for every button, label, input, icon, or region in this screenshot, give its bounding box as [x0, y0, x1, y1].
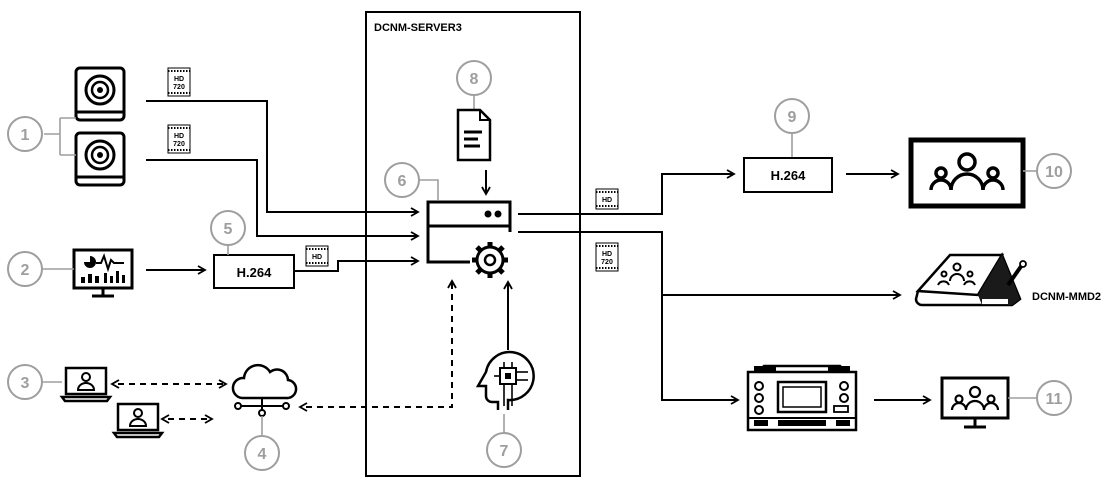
document-icon [456, 108, 492, 162]
svg-text:720: 720 [173, 84, 185, 91]
display-people-icon [908, 137, 1026, 209]
application-gear-icon [426, 200, 512, 278]
output-hd720-link [518, 231, 663, 400]
video-format-tag: HD [595, 188, 619, 210]
camera-1-link [146, 100, 420, 217]
svg-text:HD: HD [602, 251, 612, 258]
svg-text:4: 4 [258, 446, 267, 463]
svg-text:9: 9 [788, 109, 797, 126]
dashboard-monitor-icon [72, 248, 134, 298]
callout-11: 11 [1036, 380, 1072, 416]
multimedia-device-icon [914, 252, 1027, 307]
display-people-icon [940, 376, 1010, 429]
h264-encoder-label: H.264 [237, 265, 272, 280]
callout-1: 1 [7, 116, 43, 152]
callout-7: 7 [486, 432, 522, 468]
svg-text:720: 720 [601, 259, 613, 266]
svg-text:HD: HD [602, 197, 612, 204]
svg-text:1: 1 [21, 127, 30, 144]
ptz-camera-icon [74, 66, 126, 122]
mmd2-label: DCNM-MMD2 [1032, 291, 1101, 303]
laptop-user-icon [111, 402, 165, 439]
svg-text:10: 10 [1045, 164, 1063, 181]
camera-2-link [146, 159, 420, 241]
svg-text:HD: HD [174, 76, 184, 83]
callout-6-leader [419, 179, 439, 200]
video-format-tag: HD 720 [167, 67, 191, 97]
svg-text:2: 2 [21, 262, 30, 279]
h264-output-box [743, 157, 833, 193]
callout-5: 5 [210, 210, 246, 246]
ptz-camera-icon [74, 131, 126, 187]
callout-2: 2 [7, 251, 43, 287]
svg-text:HD: HD [312, 254, 322, 261]
output-hd-link [518, 169, 736, 215]
h264-output-label: H.264 [771, 168, 806, 183]
svg-text:3: 3 [21, 375, 30, 392]
svg-text:11: 11 [1046, 391, 1063, 408]
video-format-tag: HD 720 [595, 242, 619, 272]
video-format-tag: HD 720 [167, 124, 191, 154]
svg-text:7: 7 [500, 443, 509, 460]
server-title: DCNM-SERVER3 [374, 22, 462, 34]
callout-3: 3 [7, 364, 43, 400]
svg-text:720: 720 [173, 141, 185, 148]
svg-text:HD: HD [174, 133, 184, 140]
callout-4: 4 [244, 435, 280, 471]
callout-6: 6 [384, 162, 420, 198]
server-frame [365, 11, 581, 477]
cloud-server-link [298, 279, 457, 412]
encoder-to-server-link [294, 256, 420, 272]
svg-text:6: 6 [398, 173, 407, 190]
video-recorder-icon [746, 364, 858, 432]
laptop-user-icon [59, 366, 113, 403]
callout-9: 9 [774, 98, 810, 134]
video-format-tag: HD [305, 245, 329, 267]
cloud-network-icon [231, 363, 298, 417]
callout-1-bracket [44, 117, 76, 156]
callout-8: 8 [456, 60, 492, 96]
svg-text:5: 5 [224, 221, 233, 238]
ai-head-icon [475, 350, 535, 410]
svg-text:8: 8 [470, 71, 479, 88]
callout-10: 10 [1036, 153, 1072, 189]
